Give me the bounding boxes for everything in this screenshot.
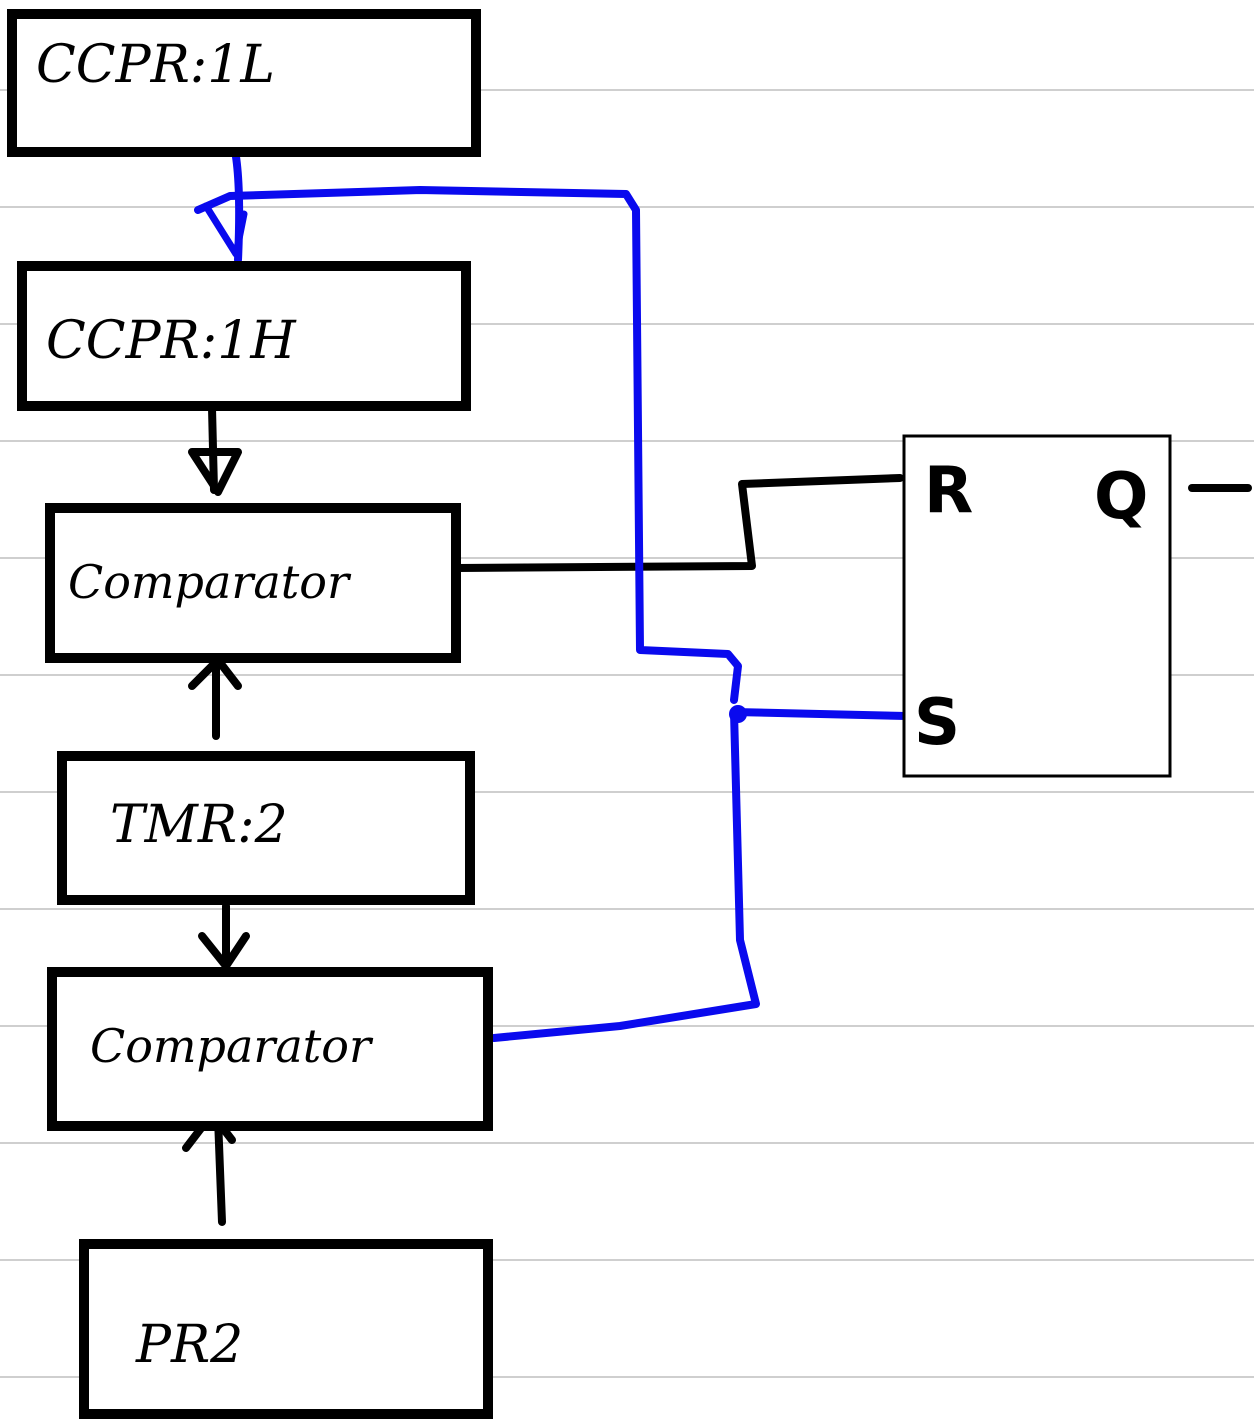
ccpr1h-label: CCPR:1H [46, 311, 297, 371]
pr2-box [79, 1239, 493, 1419]
black-wires [182, 404, 1252, 1226]
set-pin-label: S [914, 686, 960, 760]
wire-comparator-to-set [490, 708, 910, 1042]
flip-flop-box [902, 434, 1172, 778]
comparator-bottom-box [47, 967, 493, 1131]
block-pr2: PR2 [79, 1239, 493, 1419]
block-ccpr1l: CCPR:1L [7, 9, 481, 157]
block-ccpr1h: CCPR:1H [17, 261, 471, 411]
pr2-label: PR2 [135, 1315, 243, 1375]
sr-flip-flop: R Q S [902, 434, 1172, 778]
junction-dot [729, 705, 747, 723]
ccpr1l-label: CCPR:1L [36, 35, 275, 95]
tmr2-box [57, 751, 475, 905]
comparator-top-label: Comparator [68, 555, 352, 609]
output-pin-label: Q [1094, 460, 1148, 534]
comparator-top-box [45, 503, 461, 663]
arrow-head-down [188, 448, 242, 496]
comparator-bottom-label: Comparator [90, 1019, 374, 1073]
reset-pin-label: R [924, 454, 973, 528]
arrow-head-down [198, 932, 250, 970]
arrow-head-down-blue [202, 202, 248, 258]
ccpr1l-box [7, 9, 481, 157]
wire-comparator-to-reset [454, 474, 904, 572]
tmr2-label: TMR:2 [110, 795, 288, 855]
block-tmr2: TMR:2 [57, 751, 475, 905]
blue-wires [194, 134, 910, 1042]
ccpr1h-box [17, 261, 471, 411]
wire-pr2-to-comparator [214, 1114, 226, 1226]
block-comparator-top: Comparator [45, 503, 461, 663]
wire-set-feedback [194, 186, 742, 704]
block-comparator-bottom: Comparator [47, 967, 493, 1131]
